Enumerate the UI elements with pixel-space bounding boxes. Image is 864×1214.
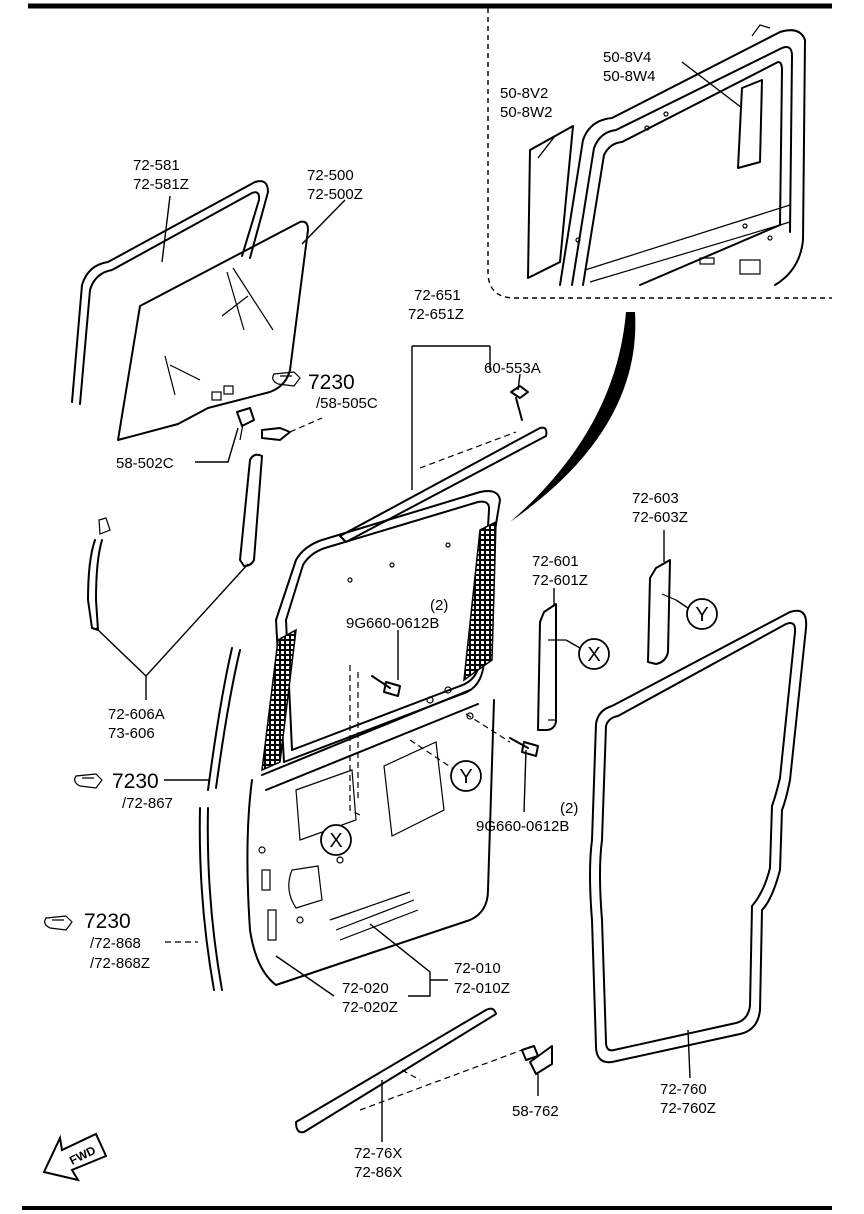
svg-text:Y: Y (695, 604, 708, 626)
label-72-020: 72-020 (342, 980, 389, 997)
label-72-581z: 72-581Z (133, 176, 189, 193)
label-72-601z: 72-601Z (532, 572, 588, 589)
clip-part (510, 385, 529, 421)
label-72-500: 72-500 (307, 167, 354, 184)
label-50-8v4: 50-8V4 (603, 49, 651, 66)
svg-text:X: X (587, 644, 600, 666)
label-50-8w2: 50-8W2 (500, 104, 553, 121)
circle-y-rail: Y (675, 598, 718, 630)
label-bolt-lower: 9G660-0612B (476, 818, 569, 835)
stripe-rear-part (737, 79, 763, 169)
label-72-606a: 72-606A (108, 706, 165, 723)
door-weatherstrip-part (589, 609, 808, 1064)
label-72-651: 72-651 (414, 287, 461, 304)
label-73-606: 73-606 (108, 725, 155, 742)
detail-inset-border (487, 8, 832, 299)
label-bolt-lower-qty: (2) (560, 800, 578, 817)
label-60-553a: 60-553A (484, 360, 541, 377)
bolt-upper-part (371, 675, 401, 697)
door-panel-part (246, 490, 511, 986)
label-72-868z: /72-868Z (90, 955, 150, 972)
svg-text:Y: Y (459, 766, 472, 788)
pointing-hand-icon (44, 915, 73, 931)
fwd-arrow-icon: FWD (42, 1132, 108, 1182)
stripe-front-part (527, 125, 574, 279)
label-72-010: 72-010 (454, 960, 501, 977)
label-50-8v2: 50-8V2 (500, 85, 548, 102)
retainer-part (521, 1045, 553, 1075)
circle-x-rail: X (565, 638, 610, 670)
label-72-603: 72-603 (632, 490, 679, 507)
label-72-581: 72-581 (133, 157, 180, 174)
channel-front-part (87, 517, 111, 631)
label-72-760z: 72-760Z (660, 1100, 716, 1117)
rail-603-part (647, 559, 677, 665)
label-bolt-upper: 9G660-0612B (346, 615, 439, 632)
part-labels: 72-581 72-581Z 72-500 72-500Z 50-8V2 50-… (84, 49, 716, 1181)
door-glass-part (117, 220, 309, 441)
channel-rear-part (239, 453, 263, 567)
circle-x-door: X (320, 824, 352, 856)
label-72-010z: 72-010Z (454, 980, 510, 997)
glass-run-part (71, 180, 269, 405)
bolt-lower-part (509, 737, 539, 757)
label-72-020z: 72-020Z (342, 999, 398, 1016)
glass-bolt-part (236, 407, 323, 441)
leader-lines (95, 61, 743, 1142)
label-58-502c: 58-502C (116, 455, 174, 472)
callout-arrow (510, 312, 636, 522)
label-58-762: 58-762 (512, 1103, 559, 1120)
label-72-500z: 72-500Z (307, 186, 363, 203)
label-58-505c: /58-505C (316, 395, 378, 412)
circle-y-door: Y (450, 760, 482, 792)
door-seal-part (198, 647, 241, 991)
svg-text:X: X (329, 830, 342, 852)
outer-weatherstrip-part (339, 426, 548, 543)
label-72-76x: 72-76X (354, 1145, 402, 1162)
sill-garnish-part (295, 1007, 523, 1134)
label-72-651z: 72-651Z (408, 306, 464, 323)
label-72-603z: 72-603Z (632, 509, 688, 526)
pointing-hand-icon (74, 773, 103, 789)
label-50-8w4: 50-8W4 (603, 68, 656, 85)
label-ref-7230-a: 7230 (308, 371, 355, 394)
label-ref-7230-c: 7230 (84, 910, 131, 933)
label-72-867: /72-867 (122, 795, 173, 812)
label-72-868: /72-868 (90, 935, 141, 952)
label-ref-7230-b: 7230 (112, 770, 159, 793)
label-72-760: 72-760 (660, 1081, 707, 1098)
pointing-hand-icon (272, 371, 301, 387)
label-bolt-upper-qty: (2) (430, 597, 448, 614)
label-72-601: 72-601 (532, 553, 579, 570)
label-72-86x: 72-86X (354, 1164, 402, 1181)
rail-601-part (537, 603, 566, 731)
inset-door-frame (559, 24, 806, 286)
